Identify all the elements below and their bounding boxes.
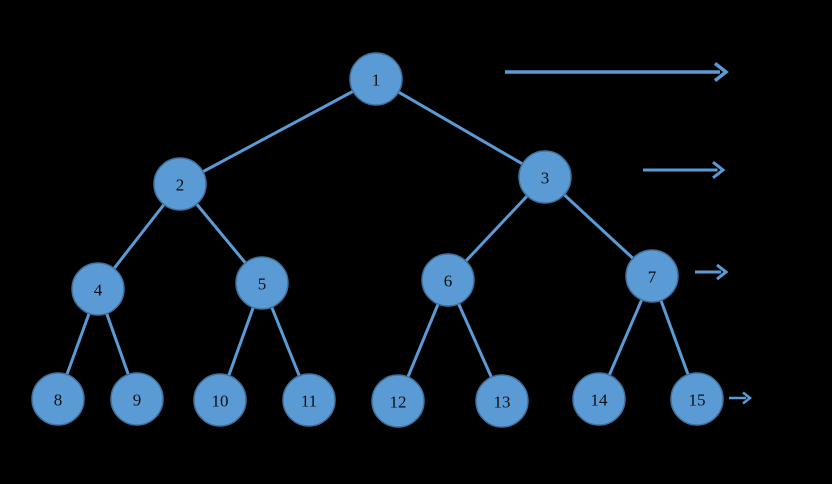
tree-edges-group	[56, 77, 699, 402]
node-circle[interactable]	[153, 157, 207, 211]
level-span-arrow	[729, 391, 753, 405]
tree-node-11[interactable]: 11	[282, 373, 336, 427]
node-circle[interactable]	[235, 256, 289, 310]
tree-node-10[interactable]: 10	[193, 373, 247, 427]
node-circle[interactable]	[349, 52, 403, 106]
node-circle[interactable]	[670, 372, 724, 426]
tree-node-4[interactable]: 4	[71, 262, 125, 316]
tree-node-14[interactable]: 14	[572, 372, 626, 426]
tree-edge	[179, 77, 377, 186]
node-circle[interactable]	[71, 262, 125, 316]
tree-node-12[interactable]: 12	[371, 374, 425, 428]
tree-node-2[interactable]: 2	[153, 157, 207, 211]
node-circle[interactable]	[572, 372, 626, 426]
tree-node-9[interactable]: 9	[110, 372, 164, 426]
tree-node-15[interactable]: 15	[670, 372, 724, 426]
node-circle[interactable]	[475, 374, 529, 428]
node-circle[interactable]	[371, 374, 425, 428]
level-span-arrow	[505, 62, 729, 82]
level-span-arrow	[695, 263, 729, 281]
node-circle[interactable]	[625, 249, 679, 303]
tree-node-8[interactable]: 8	[31, 372, 85, 426]
arrow-head	[713, 62, 729, 82]
level-arrows-group	[505, 62, 753, 405]
arrow-head	[716, 263, 729, 281]
tree-node-3[interactable]: 3	[518, 150, 572, 204]
node-circle[interactable]	[282, 373, 336, 427]
tree-node-7[interactable]: 7	[625, 249, 679, 303]
node-circle[interactable]	[421, 253, 475, 307]
tree-edge	[375, 77, 546, 179]
arrow-head	[742, 391, 753, 405]
tree-node-6[interactable]: 6	[421, 253, 475, 307]
tree-node-13[interactable]: 13	[475, 374, 529, 428]
node-circle[interactable]	[193, 373, 247, 427]
arrow-head	[712, 161, 726, 179]
tree-node-5[interactable]: 5	[235, 256, 289, 310]
tree-node-1[interactable]: 1	[349, 52, 403, 106]
node-circle[interactable]	[110, 372, 164, 426]
level-span-arrow	[643, 161, 726, 179]
node-circle[interactable]	[31, 372, 85, 426]
node-circle[interactable]	[518, 150, 572, 204]
